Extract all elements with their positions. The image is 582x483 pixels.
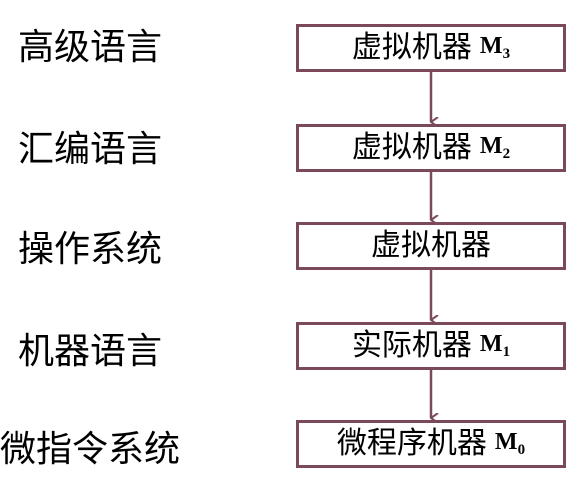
machine-subscript: 2 [502, 146, 511, 162]
level-label-machine-language: 机器语言 [18, 331, 163, 372]
level-label-assembly-language: 汇编语言 [18, 129, 163, 170]
box-text: 虚拟机器 [351, 30, 472, 65]
level-label-high-level-language: 高级语言 [18, 27, 163, 68]
machine-id: M2 [480, 133, 510, 163]
machine-letter: M [479, 33, 503, 59]
machine-id: M1 [480, 331, 510, 361]
box-text: 虚拟机器 [351, 130, 472, 165]
level-box-virtual-machine: 虚拟机器 [296, 222, 566, 270]
level-label-microinstruction-system: 微指令系统 [0, 429, 181, 470]
machine-subscript: 3 [502, 46, 511, 62]
level-box-virtual-machine-m2: 虚拟机器 M2 [296, 124, 566, 172]
machine-letter: M [479, 331, 503, 357]
box-text: 虚拟机器 [371, 228, 491, 263]
machine-letter: M [494, 429, 518, 455]
machine-id: M0 [495, 429, 525, 459]
machine-id: M3 [480, 33, 510, 63]
machine-subscript: 1 [502, 344, 511, 360]
machine-subscript: 0 [517, 442, 526, 458]
machine-letter: M [479, 133, 503, 159]
box-text: 微程序机器 [336, 426, 487, 461]
box-text: 实际机器 [351, 328, 472, 363]
level-box-virtual-machine-m3: 虚拟机器 M3 [296, 24, 566, 72]
level-label-operating-system: 操作系统 [18, 229, 163, 270]
